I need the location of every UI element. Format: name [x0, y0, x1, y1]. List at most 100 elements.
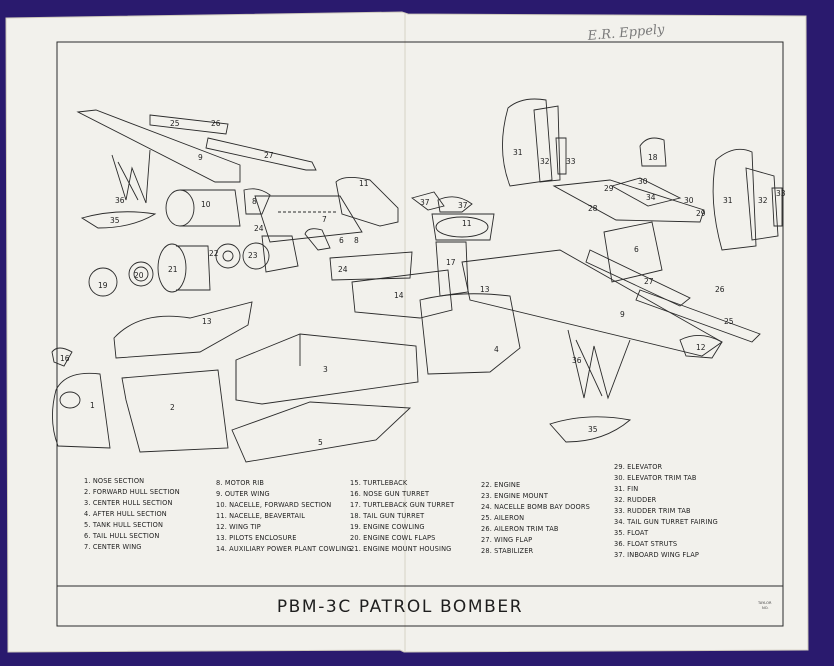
stamp-line: NO. — [762, 606, 769, 610]
legend-item: 24. NACELLE BOMB BAY DOORS — [481, 503, 590, 511]
legend-item: 10. NACELLE, FORWARD SECTION — [216, 501, 331, 509]
fin-right — [712, 148, 757, 251]
callout: 4 — [494, 345, 499, 354]
callout: 30 — [684, 196, 694, 205]
legend-item: 35. FLOAT — [614, 529, 649, 537]
legend-item: 22. ENGINE — [481, 481, 520, 489]
legend-item: 33. RUDDER TRIM TAB — [614, 507, 691, 515]
callout: 5 — [318, 438, 323, 447]
callout: 17 — [446, 258, 456, 267]
after-hull-section — [419, 293, 521, 375]
callout: 9 — [198, 153, 203, 162]
callout: 32 — [758, 196, 768, 205]
outer-wing-left — [76, 109, 317, 183]
callout: 8 — [252, 197, 257, 206]
legend-item: 2. FORWARD HULL SECTION — [84, 488, 180, 496]
callout: 21 — [168, 265, 178, 274]
callout: 11 — [359, 179, 369, 188]
legend-item: 36. FLOAT STRUTS — [614, 540, 677, 548]
center-hull-section — [235, 333, 419, 405]
callout: 20 — [134, 271, 144, 280]
legend-item: 37. INBOARD WING FLAP — [614, 551, 699, 559]
inboard-wing-flap-center — [410, 191, 445, 211]
legend-item: 29. ELEVATOR — [614, 463, 663, 471]
rudder-right — [745, 167, 779, 241]
callout: 7 — [322, 215, 327, 224]
legend-item: 30. ELEVATOR TRIM TAB — [614, 474, 697, 482]
callout: 6 — [634, 245, 639, 254]
legend-item: 32. RUDDER — [614, 496, 657, 504]
paper-background — [5, 11, 809, 653]
legend-item: 4. AFTER HULL SECTION — [84, 510, 167, 518]
callout: 26 — [211, 119, 221, 128]
callout: 2 — [170, 403, 175, 412]
signature: E.R. Eppely — [586, 22, 666, 44]
legend-item: 34. TAIL GUN TURRET FAIRING — [614, 518, 718, 526]
legend-item: 6. TAIL HULL SECTION — [84, 532, 159, 540]
inboard-wing-flap-right-piece — [437, 196, 473, 213]
pilots-enclosure — [113, 301, 253, 359]
callout: 31 — [513, 148, 523, 157]
float-right — [549, 416, 632, 443]
tail-gun-turret — [639, 137, 667, 167]
legend-item: 18. TAIL GUN TURRET — [350, 512, 425, 520]
callout-labels: 1 2 3 4 5 6 6 7 8 8 9 9 10 11 11 12 13 1… — [60, 119, 786, 447]
stamp-line: TAYLOR — [757, 601, 772, 605]
legend-item: 12. WING TIP — [216, 523, 261, 531]
callout: 27 — [644, 277, 654, 286]
callout: 19 — [98, 281, 108, 290]
callout: 27 — [264, 151, 274, 160]
callout: 30 — [638, 177, 648, 186]
legend-item: 17. TURTLEBACK GUN TURRET — [350, 501, 455, 509]
forward-hull-section — [121, 369, 229, 453]
legend-item: 27. WING FLAP — [481, 536, 532, 544]
rudder-trim-tab-right — [771, 187, 783, 227]
callout: 29 — [696, 209, 706, 218]
callout: 25 — [724, 317, 734, 326]
engine-assembly — [88, 235, 299, 297]
turtleback — [431, 213, 495, 241]
callout: 14 — [394, 291, 404, 300]
callout: 35 — [588, 425, 598, 434]
rudder-trim-tab-upper — [555, 137, 567, 175]
legend-item: 31. FIN — [614, 485, 638, 493]
callout: 6 — [339, 236, 344, 245]
float-struts-right — [567, 329, 631, 400]
callout: 36 — [115, 196, 125, 205]
callout: 36 — [572, 356, 582, 365]
legend-item: 7. CENTER WING — [84, 543, 142, 551]
legend-item: 28. STABILIZER — [481, 547, 534, 555]
callout: 29 — [604, 184, 614, 193]
callout: 24 — [254, 224, 264, 233]
legend-item: 1. NOSE SECTION — [84, 477, 144, 485]
callout: 8 — [354, 236, 359, 245]
motor-rib-center — [304, 228, 331, 251]
callout: 35 — [110, 216, 120, 225]
fin-upper — [502, 98, 553, 187]
callout: 31 — [723, 196, 733, 205]
legend-item: 11. NACELLE, BEAVERTAIL — [216, 512, 305, 520]
callout: 22 — [209, 249, 219, 258]
callout: 12 — [696, 343, 706, 352]
callout: 10 — [201, 200, 211, 209]
float-left — [80, 211, 157, 229]
callout: 18 — [648, 153, 658, 162]
callout: 28 — [588, 204, 598, 213]
legend-item: 14. AUXILIARY POWER PLANT COWLING — [216, 545, 352, 553]
callout: 32 — [540, 157, 550, 166]
callout: 26 — [715, 285, 725, 294]
float-struts-left — [111, 149, 151, 204]
callout: 9 — [620, 310, 625, 319]
callout: 25 — [170, 119, 180, 128]
callout: 23 — [248, 251, 258, 260]
legend-item: 15. TURTLEBACK — [350, 479, 408, 487]
center-wing — [254, 195, 363, 243]
outer-wing-right — [461, 249, 761, 357]
stabilizer — [552, 177, 705, 223]
wing-tip — [679, 335, 723, 359]
rudder-upper — [533, 105, 561, 183]
callout: 24 — [338, 265, 348, 274]
legend-item: 16. NOSE GUN TURRET — [350, 490, 430, 498]
